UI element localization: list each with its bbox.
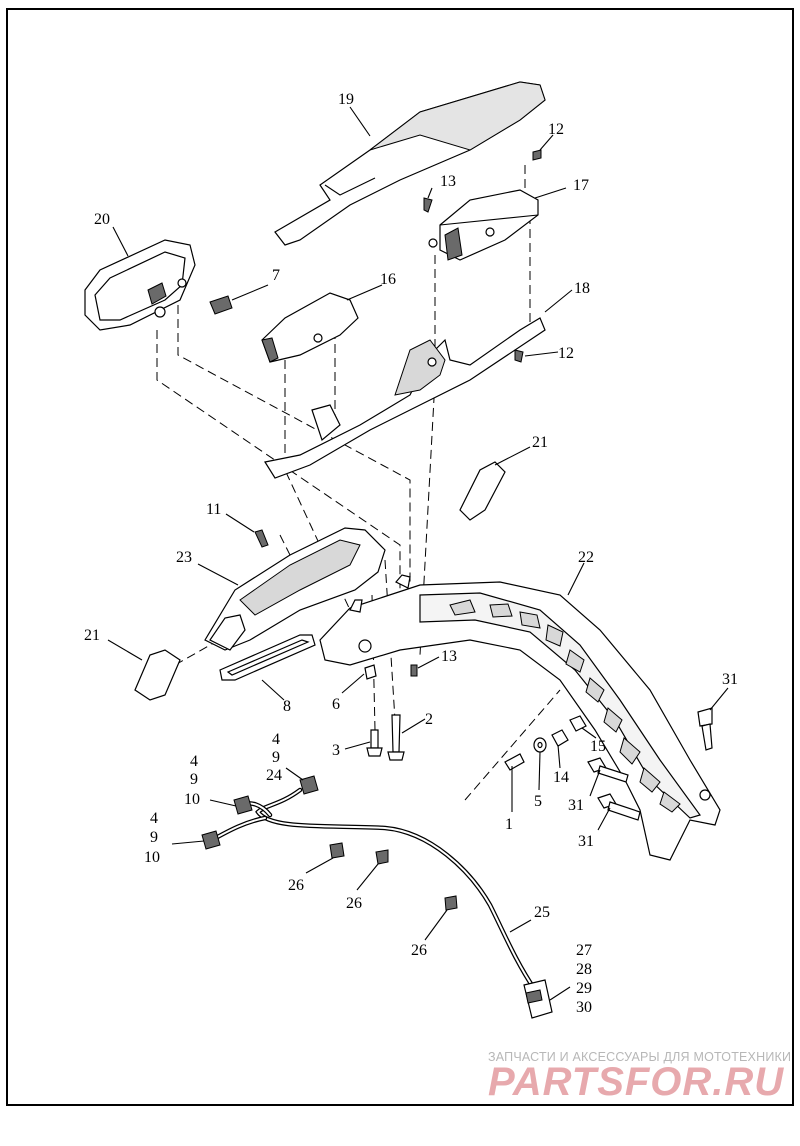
- callout-21-left: 21: [84, 627, 100, 644]
- part-15-nut: [569, 715, 587, 732]
- callout-6: 6: [332, 696, 340, 713]
- callout-24: 24: [266, 767, 282, 784]
- part-17-bracket-housing: [428, 189, 539, 261]
- part-2-screw: [387, 714, 405, 761]
- callout-8: 8: [283, 698, 291, 715]
- callout-3: 3: [332, 742, 340, 759]
- diagram-frame: [6, 8, 794, 1106]
- callout-leaders: [107, 106, 729, 1001]
- callout-2: 2: [425, 711, 433, 728]
- part-11-screw: [254, 529, 269, 548]
- callout-30: 30: [576, 999, 592, 1016]
- watermark-logo: PARTSFOR.RU: [488, 1060, 785, 1104]
- callout-12-bottom: 12: [558, 345, 574, 362]
- part-7-clip: [209, 295, 233, 315]
- part-18-mounting-rail: [264, 317, 546, 479]
- callout-28: 28: [576, 961, 592, 978]
- callout-19: 19: [338, 91, 354, 108]
- callout-5: 5: [534, 793, 542, 810]
- callout-labels: 19 12 13 17 20 7 16 18 12 21 11 22 23 21…: [84, 91, 738, 1016]
- callout-17: 17: [573, 177, 589, 194]
- callout-4-a: 4: [272, 731, 280, 748]
- callout-13-bottom: 13: [441, 648, 457, 665]
- part-12-screws: [514, 149, 542, 363]
- callout-7: 7: [272, 267, 280, 284]
- callout-9-a: 9: [272, 749, 280, 766]
- callout-20: 20: [94, 211, 110, 228]
- callout-22: 22: [578, 549, 594, 566]
- part-21-caps: [134, 461, 506, 701]
- part-1-bolt: [504, 753, 525, 771]
- callout-4-c: 4: [150, 810, 158, 827]
- part-16-bracket: [261, 292, 359, 363]
- part-31-bolts: [587, 707, 713, 821]
- part-20-lamp-housing: [84, 239, 196, 331]
- callout-12-top: 12: [548, 121, 564, 138]
- callout-10-b: 10: [184, 791, 200, 808]
- callout-25: 25: [534, 904, 550, 921]
- part-3-screw: [366, 729, 383, 757]
- watermark-tagline: ЗАПЧАСТИ И АКСЕССУАРЫ ДЛЯ МОТОТЕХНИКИ: [488, 1050, 792, 1064]
- part-23-support: [204, 527, 386, 651]
- part-19-trim-cover: [274, 81, 546, 246]
- callout-16: 16: [380, 271, 396, 288]
- callout-15: 15: [590, 738, 606, 755]
- callout-18: 18: [574, 280, 590, 297]
- callout-10-c: 10: [144, 849, 160, 866]
- callout-14: 14: [553, 769, 569, 786]
- callout-11: 11: [206, 501, 221, 518]
- part-6-spacer: [364, 664, 377, 680]
- part-5-washer: [533, 737, 547, 753]
- callout-4-b: 4: [190, 753, 198, 770]
- callout-13-top: 13: [440, 173, 456, 190]
- callout-26-bottom: 26: [411, 942, 427, 959]
- callout-27: 27: [576, 942, 592, 959]
- part-26-clips: [329, 842, 458, 911]
- part-25-wiring-harness: [201, 775, 553, 1019]
- callout-31-middle: 31: [568, 797, 584, 814]
- part-13-screws: [410, 197, 433, 677]
- callout-9-c: 9: [150, 829, 158, 846]
- part-22-frame-arm: [319, 574, 721, 861]
- part-14-nut: [551, 729, 569, 747]
- callout-1: 1: [505, 816, 513, 833]
- callout-9-b: 9: [190, 771, 198, 788]
- callout-26-middle: 26: [346, 895, 362, 912]
- callout-29: 29: [576, 980, 592, 997]
- frame-arm-lattice: [449, 599, 681, 813]
- callout-23: 23: [176, 549, 192, 566]
- callout-31-top: 31: [722, 671, 738, 688]
- callout-31-bottom: 31: [578, 833, 594, 850]
- callout-21-right: 21: [532, 434, 548, 451]
- callout-26-left: 26: [288, 877, 304, 894]
- part-8-gasket: [219, 634, 316, 681]
